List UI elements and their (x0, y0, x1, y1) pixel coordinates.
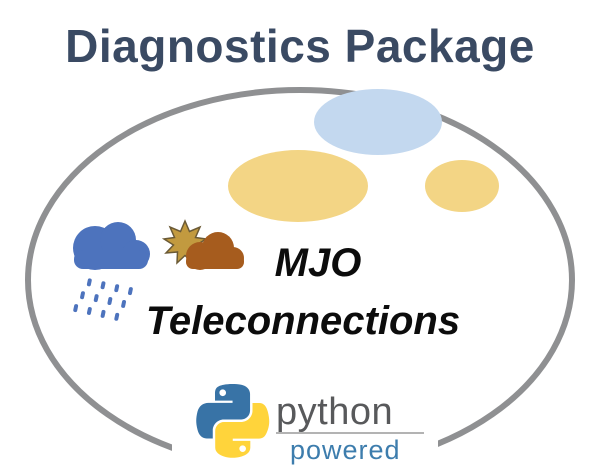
python-logo-yellow-snake (215, 402, 270, 458)
blue-blob (314, 89, 442, 155)
center-text-line1: MJO (275, 241, 362, 285)
sun-icon (161, 219, 209, 265)
brown-cloud (186, 232, 244, 270)
rain-cloud-icon (73, 222, 150, 270)
sun-cloud-icon (161, 219, 244, 270)
yellow-blob-small (425, 160, 499, 212)
center-text-line2: Teleconnections (146, 299, 460, 343)
python-logo-blue-snake (196, 384, 251, 439)
page-title: Diagnostics Package (65, 20, 535, 72)
powered-label: powered (290, 435, 401, 465)
python-powered-badge: python powered (196, 384, 424, 465)
rain-drops (73, 278, 133, 321)
yellow-blob-large (228, 150, 368, 222)
python-logo-icon (196, 384, 270, 458)
python-wordmark: python (276, 391, 393, 433)
